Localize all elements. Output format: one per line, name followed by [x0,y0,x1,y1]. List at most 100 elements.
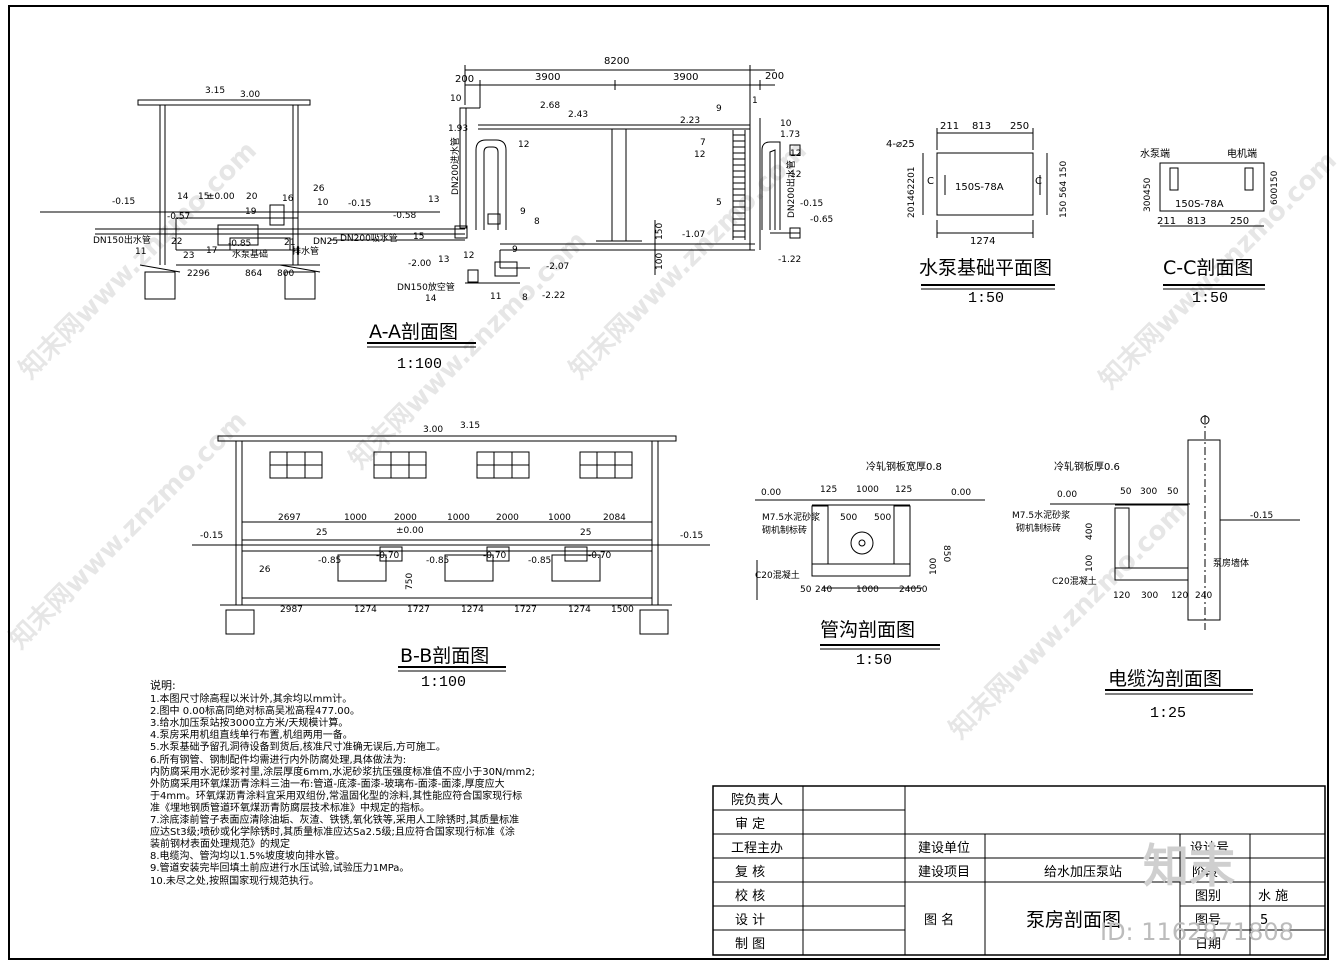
elevation-label: -0.15 [680,531,703,541]
build-project-label: 建设项目 [918,865,970,880]
dimension-label: 120 [1171,591,1188,601]
mortar-label: M7.5水泥砂浆 [1012,509,1070,521]
dimension-label: 50 [916,585,928,595]
elevation-label: -0.85 [318,556,341,566]
dimension-label: 250 [1230,216,1249,227]
dimension-label: 813 [972,121,991,132]
elevation-label: -0.58 [393,211,417,221]
pipe-trench-labels: 冷轧钢板宽厚0.8 0.00 0.00 125 1000 125 M7.5水泥砂… [755,460,971,669]
callout-number: 12 [694,150,705,160]
callout-number: 20 [246,192,258,202]
elevation-label: 3.00 [423,425,443,435]
dimension-label: 1727 [407,605,430,615]
dimension-label: 1000 [856,585,879,595]
callout-number: 8 [522,293,528,303]
cable-trench-labels: 冷轧钢板厚0.6 0.00 50 300 50 -0.15 M7.5水泥砂浆 砌… [1012,460,1273,722]
section-title: A-A剖面图 [369,321,458,343]
dimension-label: 1274 [354,605,377,615]
elevation-label: -2.00 [408,259,432,269]
dimension-label: 813 [1187,216,1206,227]
drawing-name-label: 图 名 [924,912,954,928]
elevation-label: 3.00 [240,90,260,100]
elevation-label: -0.15 [800,199,823,209]
watermark: 知末网www.znzmo.com [14,136,263,385]
ladder-rungs [733,134,745,238]
dimension-label: 500 [840,513,857,523]
note-line: 应达St3级;喷砂或化学除锈时,其质量标准应达Sa2.5级;且应符合国家现行标准… [150,827,515,839]
brand-id: ID: 1162871808 [1100,918,1294,946]
dimension-label: 50 [800,585,812,595]
role-label: 校 核 [735,888,765,904]
callout-number: 9 [716,104,722,114]
design-notes: 说明: 1.本图尺寸除高程以米计外,其余均以mm计。 2.图中 0.00标高同绝… [150,679,650,888]
elevation-label: -0.85 [528,556,551,566]
dimension-label: 211 [940,121,959,132]
dimension-label: 3900 [673,72,698,83]
section-scale: 1:25 [1150,705,1186,722]
callout-number: 25 [580,528,591,538]
dimension-label: 2000 [394,513,417,523]
section-aa [40,65,801,348]
section-bb-labels: 3.00 3.15 -0.15 -0.15 ±0.00 -0.85 -0.70 … [200,421,703,691]
elevation-label: 0.00 [761,488,781,498]
callout-number: 25 [316,528,327,538]
watermarks: 知末网www.znzmo.com 知末网www.znzmo.com 知末网www… [4,136,1337,745]
callout-number: 11 [490,292,501,302]
note-line: 装前钢材表面处理规范》的规定 [150,839,290,851]
dimension-label: 125 [895,485,912,495]
dimension-label: 200 [455,74,474,85]
dimension-label: 300 [1141,591,1158,601]
pump-model: 150S-78A [1175,199,1224,210]
note-line: 4.泵房采用机组直线单行布置,机组两用一备。 [150,730,353,742]
note-line: 8.电缆沟、管沟均以1.5%坡度坡向排水管。 [150,851,345,863]
pipe-label: 排水管 [292,245,319,257]
dimension-label: 850 [941,545,951,562]
dimension-label: 1000 [344,513,367,523]
dimension-label: 1274 [568,605,591,615]
wall-label: 泵房墙体 [1213,557,1249,569]
dimension-label: 240 [1195,591,1212,601]
drawing-no: 5 [1260,913,1268,928]
callout-number: 26 [259,565,271,575]
dimension-label: 2697 [278,513,301,523]
dimension-label: 120 [1113,591,1130,601]
dimension-label: 240 [899,585,916,595]
elevation-label: -2.22 [542,291,565,301]
title-block [712,785,1326,956]
section-mark: C [1035,176,1042,187]
note-line: 于4mm。环氧煤沥青涂料宜采用双组份,常温固化型的涂料,其性能应符合国家现行标 [150,790,523,802]
dimension-label: 200 [765,71,784,82]
section-title: B-B剖面图 [400,645,489,667]
dimension-label: 250 [1010,121,1029,132]
callout-number: 22 [171,237,182,247]
holes-label: 4-⌀25 [886,139,915,150]
pipe-label: DN25 [313,237,338,247]
dimension-label: 201462201 [907,166,917,218]
dimension-label: 100 [1085,555,1095,572]
dimension-label: 2000 [496,513,519,523]
callout-number: 12 [790,170,801,180]
dimension-label: 300 [1140,487,1157,497]
dimension-label: 2987 [280,605,303,615]
role-label: 审 定 [735,817,765,832]
notes-heading: 说明: [150,679,176,692]
brick-label: 砌机制标砖 [762,524,807,536]
callout-number: 12 [790,149,801,159]
elevation-label: 1.93 [448,124,468,134]
note-line: 3.给水加压泵站按3000立方米/天规模计算。 [150,718,349,730]
elevation-label: -2.07 [546,262,569,272]
elevation-label: -0.70 [376,551,400,561]
concrete-label: C20混凝土 [755,569,800,581]
dimension-label: 500 [874,513,891,523]
callout-number: 13 [438,255,449,265]
elevation-label: 2.23 [680,116,700,126]
section-mark: C [927,176,934,187]
drawing-type: 水 施 [1258,889,1288,904]
callout-number: 21 [284,238,295,248]
pipe-label: 水泵基础 [232,248,268,260]
dimension-label: 1500 [611,605,634,615]
concrete-label: C20混凝土 [1052,575,1097,587]
elevation-label: ±0.00 [396,526,424,536]
dimension-label: 300450 [1143,177,1153,212]
